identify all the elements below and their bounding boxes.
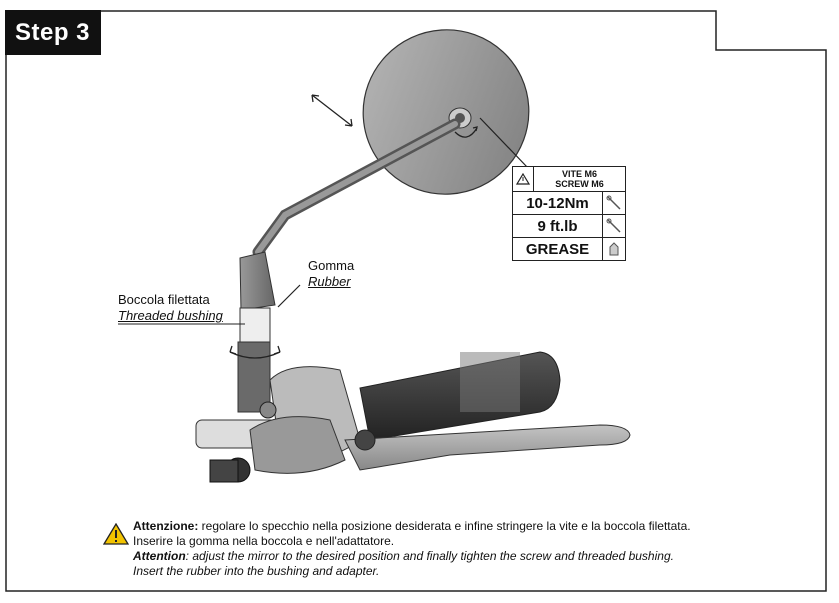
note-it-bold: Attenzione: <box>133 519 199 533</box>
warning-icon <box>103 523 129 545</box>
note-it-text2: Inserire la gomma nella boccola e nell'a… <box>133 534 395 548</box>
spec-header-en: SCREW M6 <box>555 179 604 189</box>
step-frame: Step 3 <box>5 10 827 592</box>
spec-header-it: VITE M6 <box>561 169 597 179</box>
mirror-stem <box>237 118 461 413</box>
rubber-label-en: Rubber <box>308 274 351 289</box>
frame-border <box>5 10 827 592</box>
bushing-label-en: Threaded bushing <box>118 308 223 323</box>
torque-spec-table: VITE M6 SCREW M6 10-12Nm 9 ft.lb GREASE <box>512 166 626 261</box>
grease-value: GREASE <box>525 240 590 258</box>
spec-row-nm: 10-12Nm <box>513 191 625 214</box>
spec-header-row: VITE M6 SCREW M6 <box>513 167 625 191</box>
note-en-bold: Attention <box>133 549 186 563</box>
spec-row-ftlb: 9 ft.lb <box>513 214 625 237</box>
note-en-text: : adjust the mirror to the desired posit… <box>185 549 674 563</box>
wrench-icon <box>602 215 625 237</box>
note-en-text2: Insert the rubber into the bushing and a… <box>133 564 380 578</box>
grease-icon <box>602 238 625 260</box>
handlebar <box>195 351 631 483</box>
torque-ftlb-value: 9 ft.lb <box>537 217 578 235</box>
bushing-label-it: Boccola filettata <box>118 292 210 307</box>
warning-icon <box>513 167 534 191</box>
instruction-note: Attenzione: regolare lo specchio nella p… <box>133 519 773 579</box>
spec-row-grease: GREASE <box>513 237 625 260</box>
rubber-label: Gomma Rubber <box>308 258 354 290</box>
rubber-label-it: Gomma <box>308 258 355 273</box>
bushing-label: Boccola filettata Threaded bushing <box>118 292 223 324</box>
note-it-text: regolare lo specchio nella posizione des… <box>198 519 691 533</box>
adjust-arrow <box>311 94 353 127</box>
step-badge: Step 3 <box>5 10 101 55</box>
torque-nm-value: 10-12Nm <box>526 194 589 212</box>
wrench-icon <box>602 192 625 214</box>
